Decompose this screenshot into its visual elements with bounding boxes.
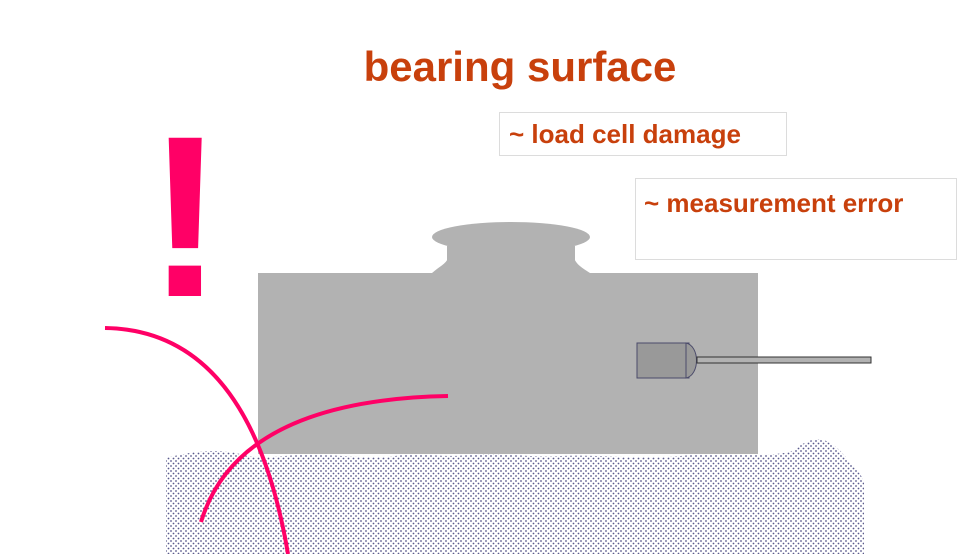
cable-connector-cap <box>685 342 697 379</box>
load-button-cap <box>432 222 590 252</box>
callout-measurement-error: ~ measurement error <box>635 178 957 260</box>
warning-arc-inner <box>199 394 449 523</box>
callout-load-cell-damage-text: ~ load cell damage <box>509 119 741 149</box>
callout-measurement-error-text: ~ measurement error <box>644 188 904 218</box>
callout-load-cell-damage: ~ load cell damage <box>499 112 787 156</box>
cable <box>696 356 872 364</box>
uneven-ground-surface <box>166 439 864 554</box>
cable-connector <box>636 342 690 379</box>
warning-exclamation-mark: ! <box>147 88 224 345</box>
warning-arc-outer <box>104 326 290 554</box>
diagram-title: bearing surface <box>363 43 677 90</box>
